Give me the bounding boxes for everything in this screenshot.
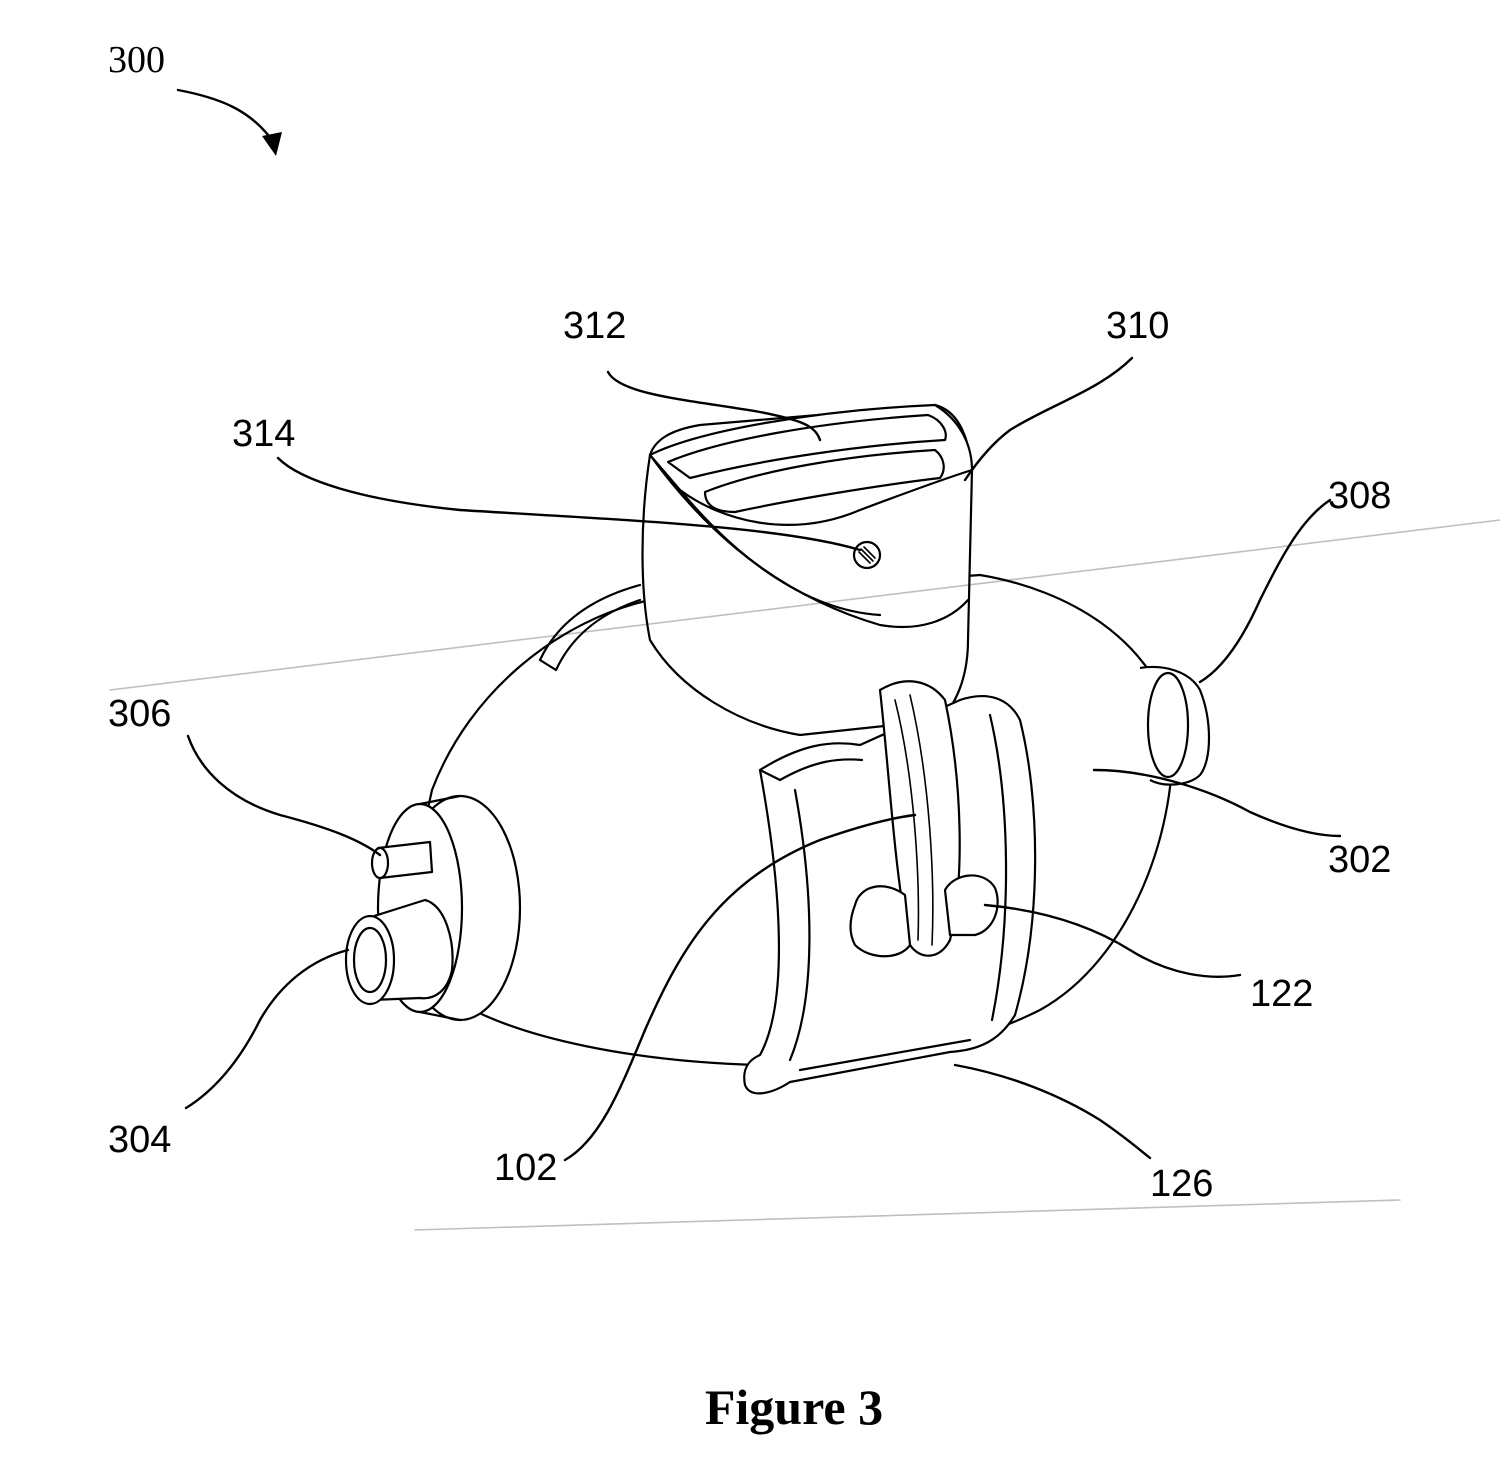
boss-308 [1139,665,1211,786]
slot-upper [666,413,947,480]
leader-306 [186,734,382,857]
upper-left-rim [538,583,642,672]
clip-inner-edge [778,713,1008,1072]
label-306: 306 [108,693,171,735]
label-302: 302 [1328,839,1391,881]
leader-310 [963,356,1134,482]
label-308: 308 [1328,475,1391,517]
label-122: 122 [1250,973,1313,1015]
label-126: 126 [1150,1163,1213,1205]
slot-lower [703,448,945,514]
arrow-300 [176,88,274,142]
bulge-left [849,885,912,958]
device-drawing [109,403,1500,1231]
label-310: 310 [1106,305,1169,347]
leader-302 [1092,768,1342,838]
label-300: 300 [108,39,165,81]
label-312: 312 [563,305,626,347]
leader-122 [983,903,1242,978]
strap-102 [878,680,961,957]
pivot-122 [943,874,999,937]
leader-126 [953,1063,1152,1160]
leader-308 [1198,498,1332,684]
label-102: 102 [494,1147,557,1189]
leader-314 [276,456,862,552]
label-314: 314 [232,413,295,455]
figure-caption: Figure 3 [705,1379,883,1435]
arrow-300-head [262,132,282,156]
leader-102 [563,813,917,1162]
boss-308-face [1146,671,1190,779]
leader-312 [606,370,822,442]
leader-304 [184,948,350,1110]
label-304: 304 [108,1119,171,1161]
